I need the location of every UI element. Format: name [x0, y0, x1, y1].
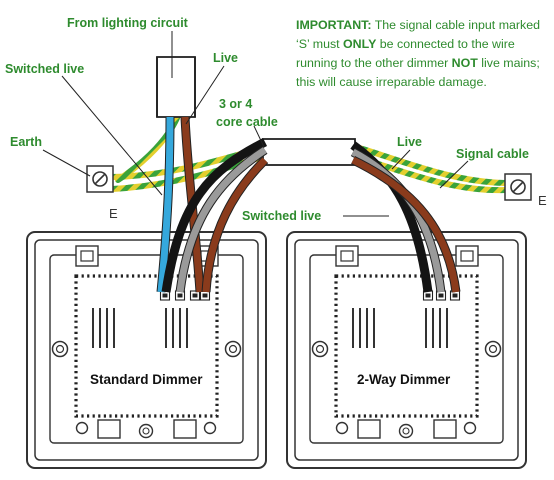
earth-terminal-left — [86, 165, 114, 193]
lighting-circuit-cable — [156, 56, 196, 118]
note-only: ONLY — [343, 37, 377, 51]
label-live-right: Live — [397, 135, 422, 149]
label-switched-live-right: Switched live — [242, 209, 321, 223]
label-from-lighting-circuit: From lighting circuit — [67, 16, 189, 30]
label-signal-cable: Signal cable — [456, 147, 529, 161]
two-way-dimmer-wires — [350, 141, 461, 293]
label-switched-live-left: Switched live — [5, 62, 84, 76]
note-lead: IMPORTANT: — [296, 18, 372, 32]
standard-dimmer-plate — [26, 231, 267, 469]
earth-terminal-right — [504, 173, 532, 201]
standard-dimmer-wires — [156, 116, 269, 293]
label-earth: Earth — [10, 135, 42, 149]
important-note: IMPORTANT: The signal cable input marked… — [296, 16, 550, 92]
label-core-cable-line1: 3 or 4 — [219, 97, 252, 111]
label-earth-e-left: E — [109, 206, 118, 221]
label-live-left: Live — [213, 51, 238, 65]
two-way-dimmer-plate — [286, 231, 527, 469]
leader-lines — [42, 31, 469, 217]
two-way-dimmer-label: 2-Way Dimmer — [357, 372, 451, 387]
core-cable-sheath — [262, 138, 356, 166]
note-text-2: be connected to the wire running to the … — [296, 37, 515, 70]
label-earth-e-right: E — [538, 193, 547, 208]
label-core-cable-line2: core cable — [216, 115, 278, 129]
note-text-3: live mains; this will cause irreparable … — [296, 56, 540, 89]
standard-dimmer-label: Standard Dimmer — [90, 372, 203, 387]
note-text-1: The signal cable input marked ‘S’ must — [296, 18, 541, 51]
note-not: NOT — [451, 56, 478, 70]
